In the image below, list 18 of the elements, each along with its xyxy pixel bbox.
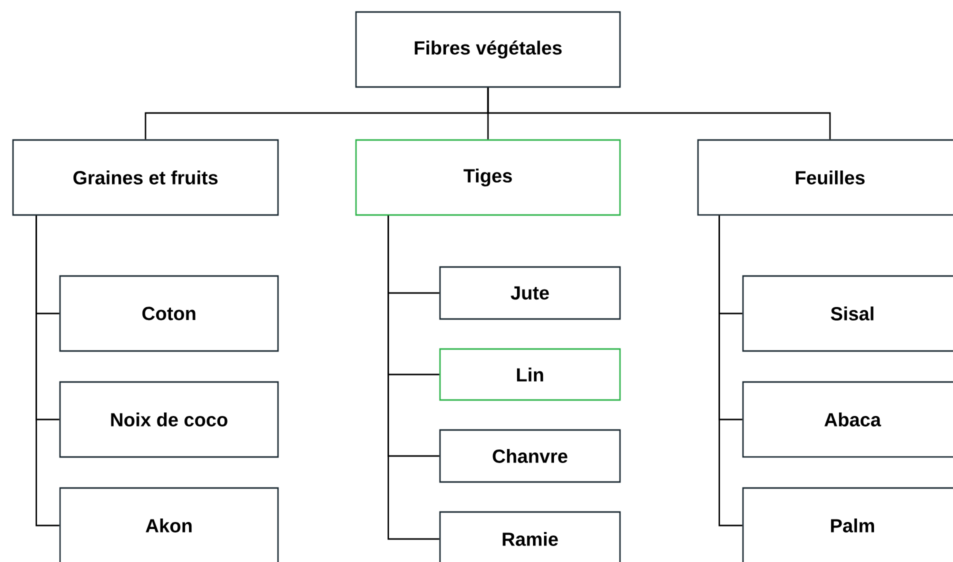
fibre-box: Coton xyxy=(59,275,279,352)
fibre-box: Lin xyxy=(439,348,621,401)
fibre-box: Palm xyxy=(742,487,953,562)
category-box: Feuilles xyxy=(697,139,953,216)
connector-line xyxy=(487,88,831,140)
connector-line xyxy=(36,216,60,526)
category-box: Graines et fruits xyxy=(12,139,279,216)
fibre-box: Sisal xyxy=(742,275,953,352)
fibre-box: Abaca xyxy=(742,381,953,458)
fibre-box: Chanvre xyxy=(439,429,621,483)
fibre-box: Ramie xyxy=(439,511,621,562)
category-box: Tiges xyxy=(355,139,621,216)
fibre-box: Noix de coco xyxy=(59,381,279,458)
root-box: Fibres végétales xyxy=(355,11,621,88)
connector-line xyxy=(718,216,742,526)
fibre-box: Akon xyxy=(59,487,279,562)
connector-line xyxy=(388,216,440,540)
fibre-box: Jute xyxy=(439,266,621,320)
